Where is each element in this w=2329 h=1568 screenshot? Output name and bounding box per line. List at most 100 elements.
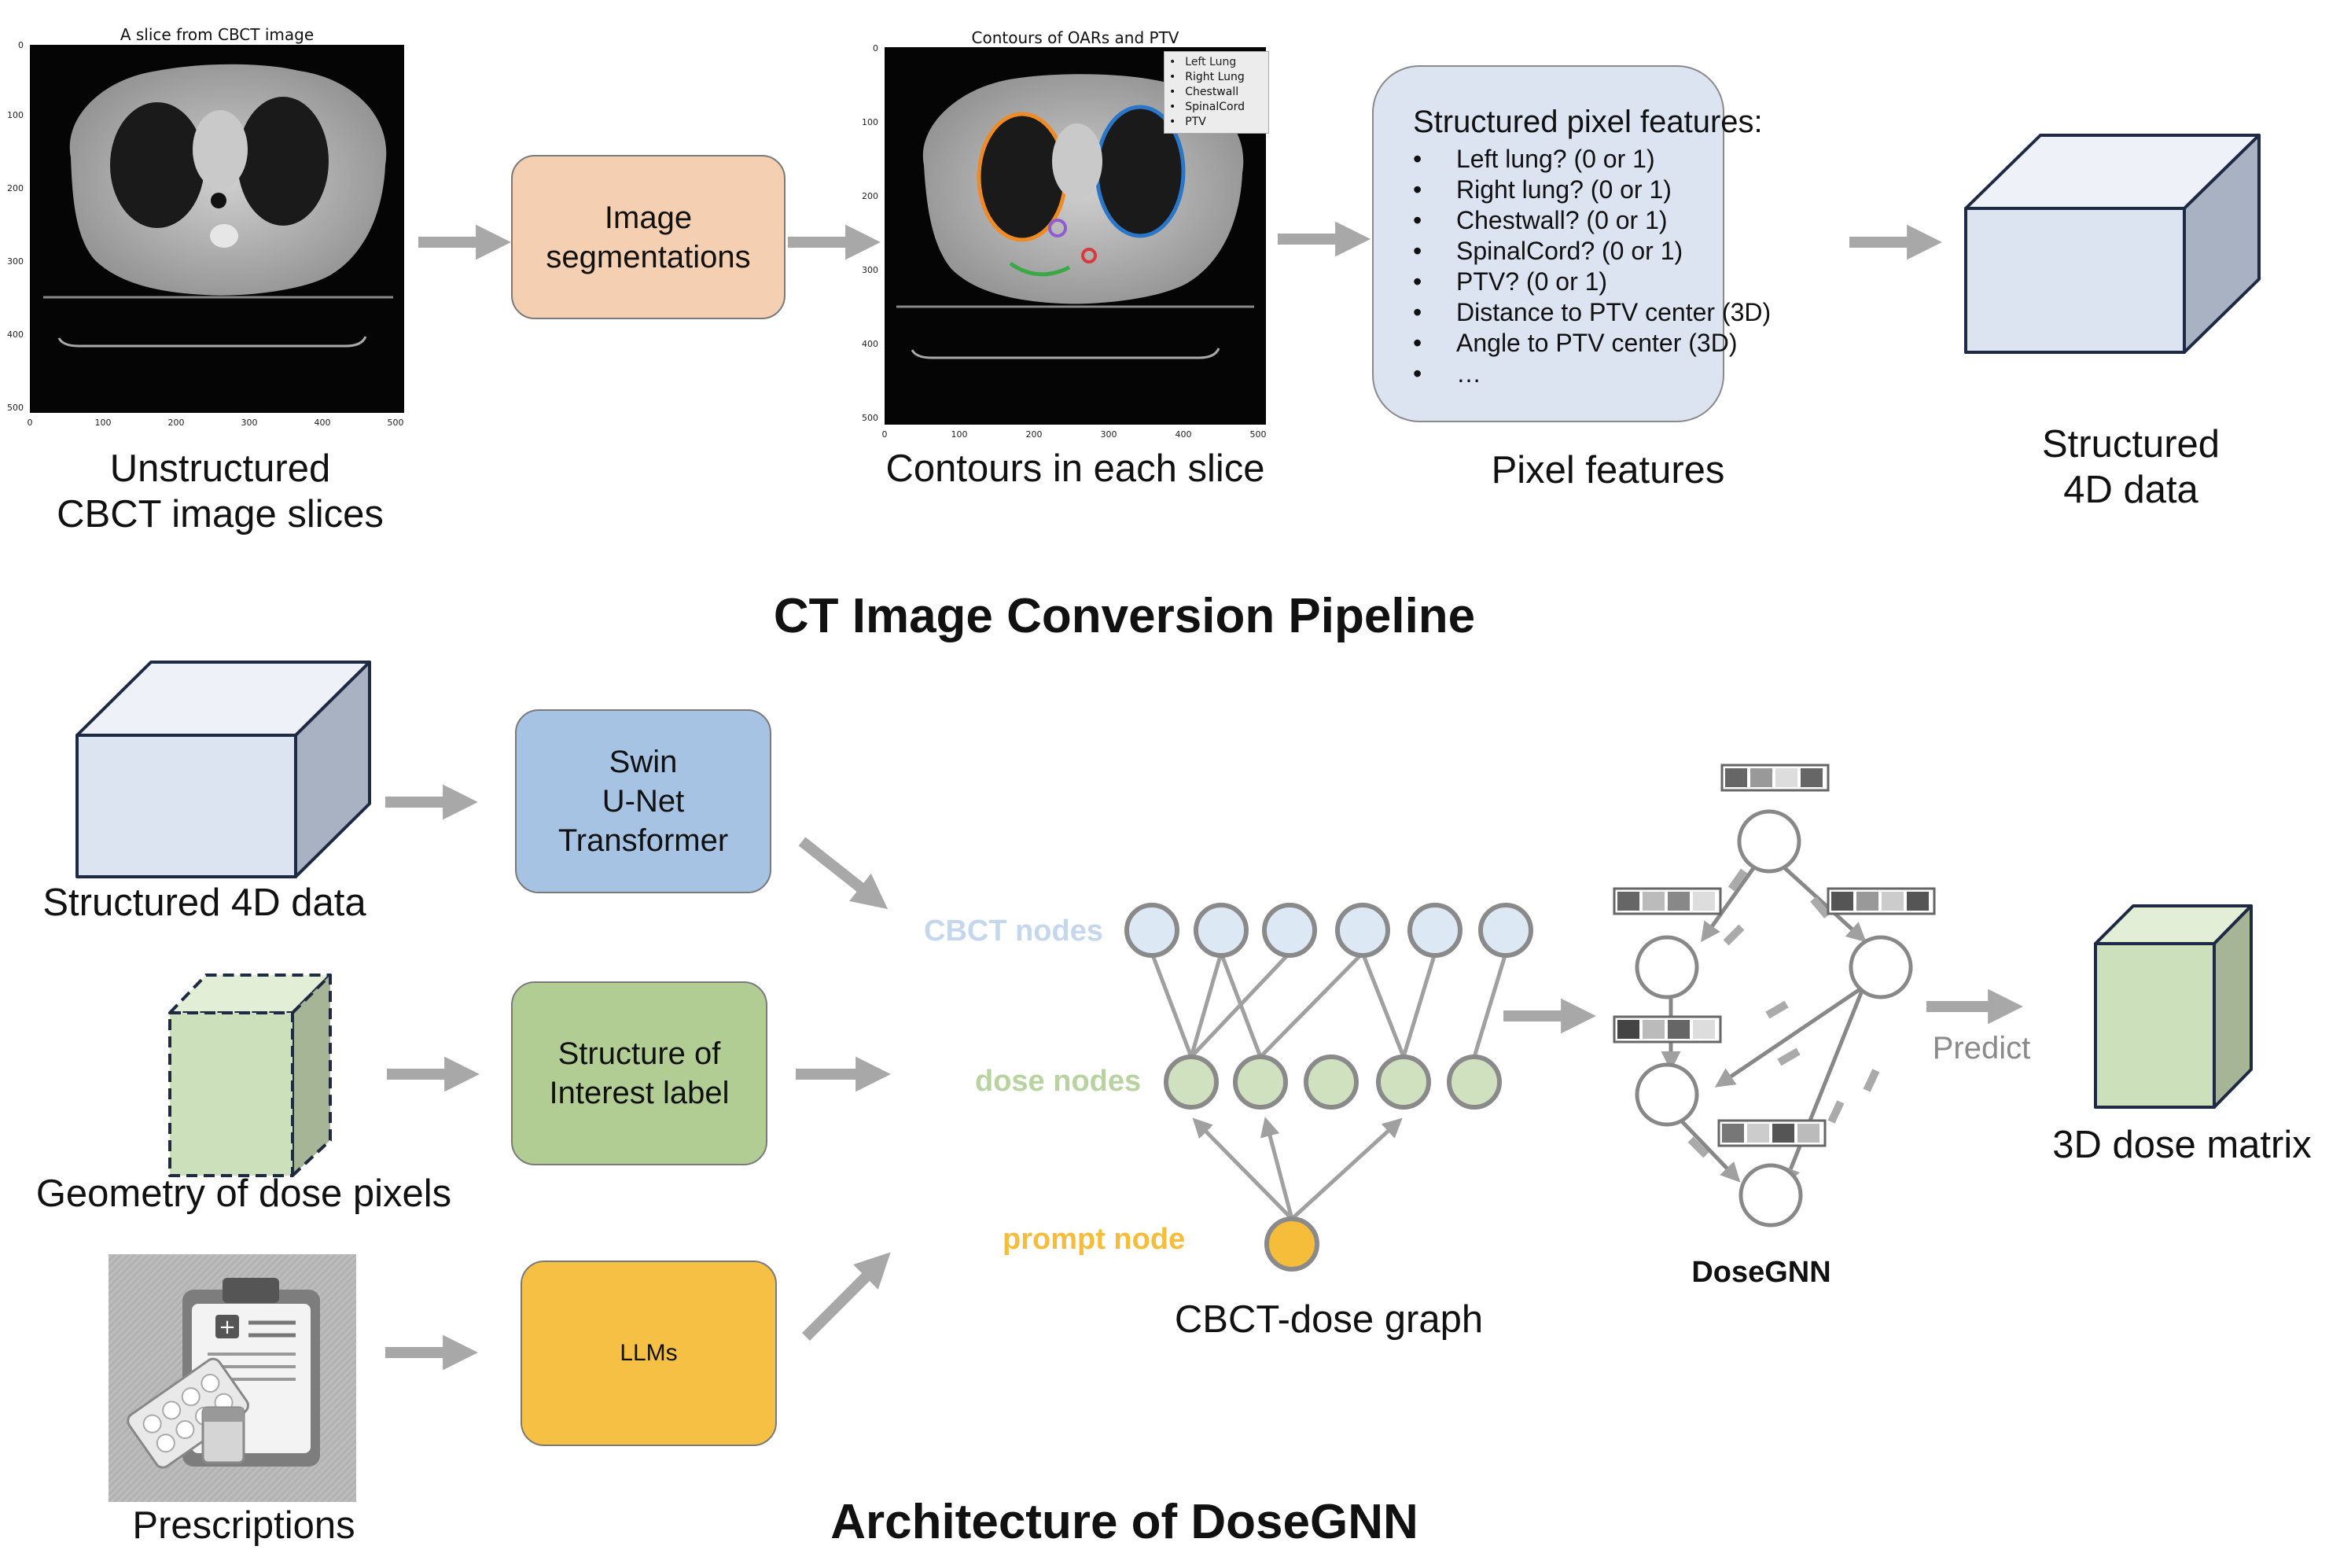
feature-item: SpinalCord? (0 or 1) [1413, 236, 1771, 267]
ct-xtick: 0 [28, 418, 33, 428]
ct-xtick: 100 [95, 418, 112, 428]
cbct-node [1335, 903, 1390, 958]
features-list: Left lung? (0 or 1) Right lung? (0 or 1)… [1413, 144, 1771, 389]
dose-matrix-cube [2094, 904, 2253, 1109]
dose-node [1164, 1055, 1219, 1110]
pipeline-title: CT Image Conversion Pipeline [773, 589, 1476, 643]
predict-label: Predict [1932, 1031, 2031, 1066]
feature-vector [1827, 887, 1936, 915]
ct-xtick: 300 [241, 418, 258, 428]
ct-ytick: 200 [7, 183, 24, 193]
arrow-swin-to-graph [798, 837, 889, 910]
dosegnn-node [1737, 809, 1801, 874]
ct-xtick: 400 [315, 418, 331, 428]
pixel-features-label: Pixel features [1491, 449, 1725, 491]
legend-item: Left Lung [1169, 55, 1264, 70]
structured-4d-cube-bottom [75, 661, 371, 878]
prompt-node [1264, 1216, 1319, 1272]
feature-item: Chestwall? (0 or 1) [1413, 205, 1771, 236]
contour-ytick: 100 [862, 117, 878, 127]
contour-slice-axes: 0 100 200 300 400 500 0 100 200 300 400 … [862, 43, 1267, 440]
contour-slice-image [885, 47, 1266, 425]
dose-node [1376, 1055, 1431, 1110]
image-segmentations-box: Image segmentations [511, 155, 786, 319]
dose-node [1447, 1055, 1502, 1110]
ct-xtick: 200 [168, 418, 185, 428]
geometry-label: Geometry of dose pixels [35, 1172, 452, 1215]
prompt-edges [1192, 1117, 1403, 1220]
contour-ytick: 400 [862, 339, 878, 349]
ct-ytick: 300 [7, 256, 24, 267]
cbct-node [1194, 903, 1249, 958]
pixel-features-box: Structured pixel features: Left lung? (0… [1372, 65, 1771, 422]
contour-xtick: 100 [951, 429, 968, 440]
contour-xtick: 300 [1101, 429, 1117, 440]
contour-ytick: 500 [862, 413, 878, 423]
cbct-node [1124, 903, 1179, 958]
feature-item: … [1413, 359, 1771, 389]
feature-vector [1613, 887, 1722, 915]
ct-ytick: 400 [7, 329, 24, 340]
feature-vector [1613, 1015, 1722, 1043]
cbct-node [1478, 903, 1533, 958]
structured-4d-label-bottom: Structured 4D data [42, 882, 366, 924]
svg-text:+: + [219, 1316, 236, 1339]
dosegnn-node [1635, 935, 1699, 999]
dosegnn-label: DoseGNN [1691, 1256, 1831, 1289]
ct-ytick: 500 [7, 403, 24, 413]
legend-item: Chestwall [1169, 85, 1264, 100]
dosegnn-node [1849, 935, 1913, 999]
dosegnn-graph [1613, 764, 1936, 1228]
feature-item: Distance to PTV center (3D) [1413, 297, 1771, 328]
ct-plot-title: A slice from CBCT image [120, 25, 315, 44]
ct-ytick: 0 [18, 40, 24, 50]
ct-slices-label: Unstructured CBCT image slices [57, 447, 384, 536]
cbct-nodes-label: CBCT nodes [924, 915, 1103, 948]
ct-slice-image [30, 45, 404, 413]
feature-item: Angle to PTV center (3D) [1413, 328, 1771, 359]
llms-box: LLMs [521, 1261, 777, 1446]
contour-xtick: 0 [882, 429, 888, 440]
feature-vector [1720, 764, 1830, 792]
ct-slice-axes: 0 100 200 300 400 500 0 100 200 300 400 … [7, 40, 404, 428]
feature-item: PTV? (0 or 1) [1413, 267, 1771, 297]
dose-node [1304, 1055, 1359, 1110]
dosegnn-node [1738, 1163, 1803, 1228]
legend-item: Right Lung [1169, 70, 1264, 85]
soi-label-box: Structure of Interest label [511, 981, 767, 1165]
features-title: Structured pixel features: [1413, 105, 1763, 139]
prescriptions-image: + [109, 1254, 356, 1502]
prescriptions-label: Prescriptions [132, 1504, 355, 1547]
feature-item: Right lung? (0 or 1) [1413, 175, 1771, 205]
structured-4d-cube-top [1964, 134, 2261, 354]
contour-ytick: 300 [862, 265, 878, 275]
ct-ytick: 100 [7, 110, 24, 120]
cbct-node [1262, 903, 1317, 958]
contour-ytick: 200 [862, 191, 878, 201]
contour-ytick: 0 [873, 43, 878, 53]
cbct-node [1407, 903, 1463, 958]
legend-item: SpinalCord [1169, 100, 1264, 115]
structured-4d-label-top: Structured 4D data [2041, 423, 2220, 511]
dose-node [1233, 1055, 1288, 1110]
dose-matrix-label: 3D dose matrix [2052, 1124, 2312, 1166]
legend-item: PTV [1169, 115, 1264, 130]
swin-unet-box: Swin U-Net Transformer [515, 709, 771, 893]
contour-label: Contours in each slice [885, 447, 1265, 490]
feature-item: Left lung? (0 or 1) [1413, 144, 1771, 175]
feature-vector [1717, 1119, 1827, 1147]
cbct-dose-graph-label: CBCT-dose graph [1174, 1298, 1484, 1341]
ct-xtick: 500 [388, 418, 404, 428]
graph-edges [1150, 951, 1508, 1058]
prompt-node-label: prompt node [1003, 1223, 1186, 1256]
contour-xtick: 400 [1176, 429, 1192, 440]
arrow-llm-to-graph [802, 1252, 891, 1341]
contour-xtick: 500 [1250, 429, 1267, 440]
dosegnn-node [1635, 1062, 1699, 1127]
contour-legend: Left Lung Right Lung Chestwall SpinalCor… [1164, 51, 1269, 134]
architecture-title: Architecture of DoseGNN [830, 1495, 1418, 1549]
dose-nodes-label: dose nodes [975, 1065, 1142, 1098]
contour-plot-title: Contours of OARs and PTV [971, 28, 1179, 47]
cbct-dose-graph [1124, 903, 1533, 1272]
